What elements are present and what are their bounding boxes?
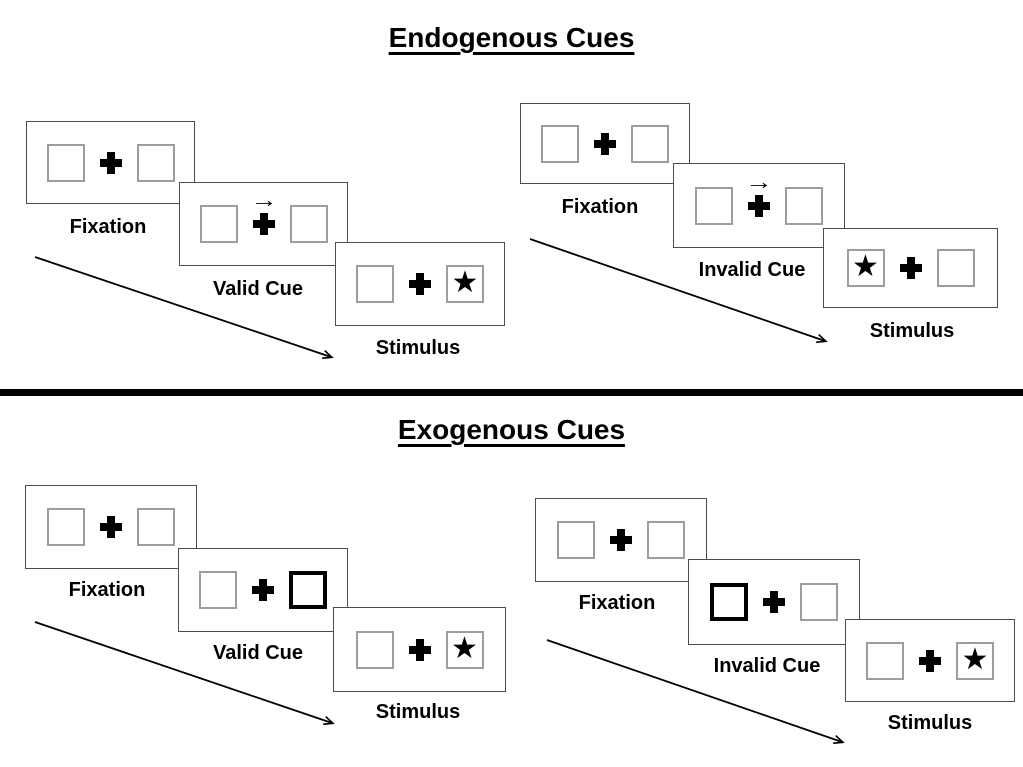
fixation-cross-icon: [608, 521, 634, 559]
screen-stimulus: ★: [333, 607, 506, 692]
screen-fixation: [25, 485, 197, 569]
screen-fixation: [26, 121, 195, 204]
timeline-arrow: [529, 238, 828, 343]
fixation-cross-icon: →: [745, 170, 773, 225]
step-label-stimulus: Stimulus: [869, 320, 955, 342]
timeline-arrow: [34, 256, 334, 360]
right-placeholder-box: [785, 186, 823, 225]
central-cue-arrow-icon: →: [249, 187, 278, 212]
step-label-stimulus: Stimulus: [375, 337, 461, 359]
target-star-icon: ★: [961, 642, 989, 676]
right-placeholder-box: ★: [956, 641, 994, 680]
fixation-cross-icon: [898, 249, 924, 287]
left-placeholder-box: ★: [846, 249, 885, 287]
screen-cue: →: [179, 182, 348, 266]
left-placeholder-box: [541, 124, 579, 163]
left-placeholder-box: [557, 521, 595, 559]
timeline-arrow: [34, 621, 335, 726]
screen-fixation: [535, 498, 707, 582]
right-placeholder-box: [647, 521, 685, 559]
fixation-cross-icon: [250, 571, 276, 609]
step-label-fixation: Fixation: [68, 579, 146, 601]
left-placeholder-box: [866, 641, 904, 680]
step-label-cue: Valid Cue: [212, 278, 304, 300]
step-label-fixation: Fixation: [578, 592, 656, 614]
left-placeholder-box: [47, 508, 85, 546]
right-placeholder-box: ★: [446, 265, 484, 303]
right-placeholder-box: [137, 508, 175, 546]
fixation-cross-icon: [98, 508, 124, 546]
step-label-stimulus: Stimulus: [375, 701, 461, 723]
target-star-icon: ★: [451, 266, 479, 299]
section-divider: [0, 389, 1023, 396]
fixation-cross-icon: [917, 642, 943, 680]
left-placeholder-box: [355, 630, 394, 669]
screen-cue: →: [673, 163, 845, 248]
right-placeholder-box: [289, 205, 328, 243]
screen-cue: [178, 548, 348, 632]
fixation-cross-icon: [592, 125, 618, 163]
highlighted-cue-box: [710, 583, 748, 621]
left-placeholder-box: [199, 205, 238, 243]
left-placeholder-box: [46, 143, 85, 182]
left-placeholder-box: [199, 571, 237, 609]
screen-stimulus: ★: [845, 619, 1015, 702]
fixation-cross-icon: →: [250, 189, 277, 243]
screen-stimulus: ★: [335, 242, 505, 326]
central-cue-arrow-icon: →: [745, 168, 773, 194]
right-placeholder-box: [136, 143, 175, 182]
step-label-cue: Invalid Cue: [698, 259, 806, 281]
right-placeholder-box: [800, 583, 838, 621]
right-placeholder-box: [936, 249, 975, 287]
section-title-exogenous: Exogenous Cues: [397, 414, 626, 445]
screen-cue: [688, 559, 860, 645]
step-label-cue: Invalid Cue: [713, 655, 821, 677]
screen-stimulus: ★: [823, 228, 998, 308]
fixation-cross-icon: [407, 265, 433, 303]
left-placeholder-box: [695, 186, 733, 225]
highlighted-cue-box: [289, 571, 327, 609]
fixation-cross-icon: [761, 583, 787, 621]
screen-fixation: [520, 103, 690, 184]
step-label-stimulus: Stimulus: [887, 712, 973, 734]
step-label-fixation: Fixation: [69, 216, 147, 238]
right-placeholder-box: ★: [445, 630, 484, 669]
target-star-icon: ★: [852, 250, 879, 283]
right-placeholder-box: [631, 124, 669, 163]
step-label-fixation: Fixation: [561, 196, 639, 218]
step-label-cue: Valid Cue: [212, 642, 304, 664]
target-star-icon: ★: [451, 631, 478, 665]
left-placeholder-box: [356, 265, 394, 303]
fixation-cross-icon: [98, 144, 124, 182]
fixation-cross-icon: [407, 631, 433, 669]
timeline-arrow: [546, 639, 845, 744]
section-title-endogenous: Endogenous Cues: [388, 22, 635, 53]
